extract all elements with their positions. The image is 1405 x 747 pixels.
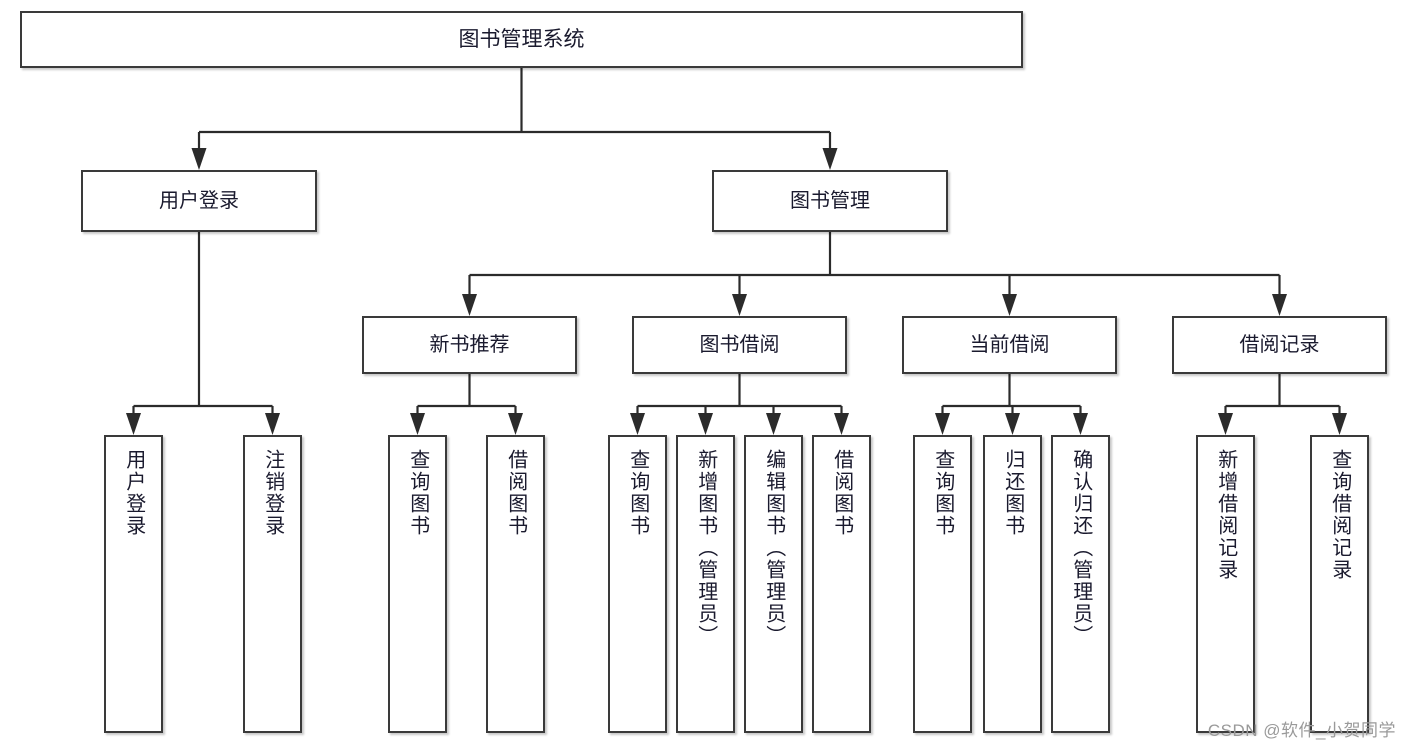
node-label-login: 用户登录 [159, 189, 239, 212]
node-label-l6: 新增图书（管理员） [694, 449, 717, 647]
node-box-l2[interactable]: 注销登录 [243, 435, 302, 733]
node-box-l5[interactable]: 查询图书 [608, 435, 667, 733]
node-box-l6[interactable]: 新增图书（管理员） [676, 435, 735, 733]
node-box-records[interactable]: 借阅记录 [1172, 316, 1387, 374]
node-label-l2: 注销登录 [261, 449, 284, 537]
node-box-login[interactable]: 用户登录 [81, 170, 317, 232]
node-box-l1[interactable]: 用户登录 [104, 435, 163, 733]
node-label-l5: 查询图书 [626, 449, 649, 537]
node-label-l1: 用户登录 [122, 449, 145, 537]
node-box-borrow[interactable]: 图书借阅 [632, 316, 847, 374]
node-label-l7: 编辑图书（管理员） [762, 449, 785, 647]
node-box-l9[interactable]: 查询图书 [913, 435, 972, 733]
node-box-l3[interactable]: 查询图书 [388, 435, 447, 733]
node-box-bookmgmt[interactable]: 图书管理 [712, 170, 948, 232]
node-box-l4[interactable]: 借阅图书 [486, 435, 545, 733]
node-box-l8[interactable]: 借阅图书 [812, 435, 871, 733]
node-label-root: 图书管理系统 [458, 27, 585, 51]
node-label-bookmgmt: 图书管理 [790, 189, 870, 212]
node-box-newbook[interactable]: 新书推荐 [362, 316, 577, 374]
node-label-l8: 借阅图书 [830, 449, 853, 537]
node-label-l13: 查询借阅记录 [1328, 449, 1351, 581]
node-label-newbook: 新书推荐 [429, 333, 510, 356]
node-label-l11: 确认归还（管理员） [1069, 449, 1092, 647]
node-box-l12[interactable]: 新增借阅记录 [1196, 435, 1255, 733]
node-box-l11[interactable]: 确认归还（管理员） [1051, 435, 1110, 733]
node-box-current[interactable]: 当前借阅 [902, 316, 1117, 374]
node-label-l3: 查询图书 [406, 449, 429, 537]
node-label-l12: 新增借阅记录 [1214, 449, 1237, 581]
node-label-l9: 查询图书 [931, 449, 954, 537]
node-box-l13[interactable]: 查询借阅记录 [1310, 435, 1369, 733]
node-label-current: 当前借阅 [969, 333, 1050, 356]
node-label-l10: 归还图书 [1001, 449, 1024, 537]
node-label-l4: 借阅图书 [504, 449, 527, 537]
node-box-l10[interactable]: 归还图书 [983, 435, 1042, 733]
node-box-root[interactable]: 图书管理系统 [20, 11, 1023, 68]
node-box-l7[interactable]: 编辑图书（管理员） [744, 435, 803, 733]
node-label-borrow: 图书借阅 [699, 333, 780, 356]
node-label-records: 借阅记录 [1239, 333, 1320, 356]
